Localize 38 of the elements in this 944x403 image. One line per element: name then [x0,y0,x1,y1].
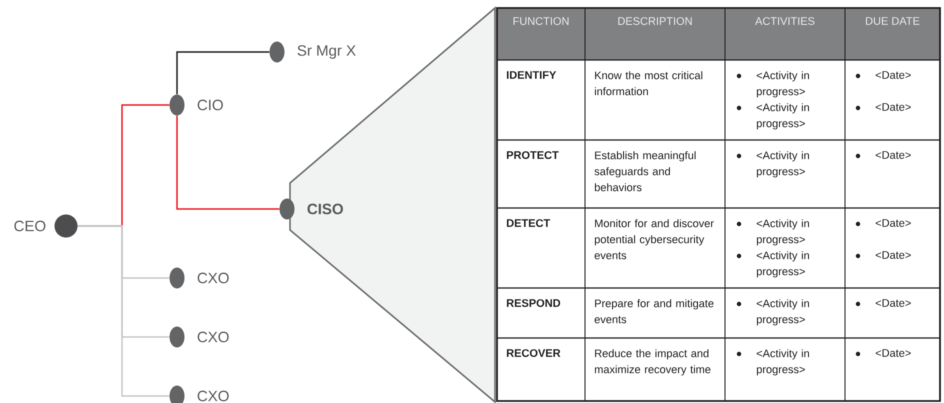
function-name: PROTECT [506,151,559,159]
due-date: <Date> [876,219,911,227]
connector-line [78,225,170,397]
description-text: Prepare for and mitigate events [594,299,714,324]
person-label: CXO [198,272,229,284]
function-name: IDENTIFY [506,71,556,79]
description-text: Know the most critical information [594,71,702,96]
person-label: CEO [14,220,46,232]
person-label: CXO [198,332,229,342]
column-header: DUE DATE [866,17,920,25]
due-date: <Date> [876,251,911,259]
function-name: RESPOND [506,299,560,307]
person-label: CIO [198,100,223,110]
activity-item: <Activity in progress> [756,71,809,98]
activity-item: <Activity in progress> [756,219,809,246]
due-date: <Date> [876,299,911,307]
activity-item: <Activity in progress> [756,103,809,130]
column-header: DESCRIPTION [618,17,692,25]
column-header: FUNCTION [514,17,569,25]
function-name: DETECT [506,219,550,227]
due-date: <Date> [876,151,911,159]
activity-item: <Activity in progress> [756,299,809,326]
connector-line [176,116,280,210]
description-text: Monitor for and discover potential cybersecurity events [594,219,714,260]
description-text: Establish meaningful safeguards and behaviors [594,151,696,192]
activity-item: <Activity in progress> [756,151,809,178]
activity-item: <Activity in progress> [756,349,809,376]
function-name: RECOVER [506,349,560,357]
person-label: CISO [308,204,343,214]
due-date: <Date> [876,71,911,79]
column-header: ACTIVITIES [755,17,814,25]
person-label: CXO [198,390,229,402]
activity-item: <Activity in progress> [756,251,809,278]
due-date: <Date> [876,103,911,111]
person-label: Sr Mgr X [298,45,356,59]
description-text: Reduce the impact and maximize recovery time [594,349,710,376]
due-date: <Date> [876,349,911,357]
connector-line [176,51,270,94]
